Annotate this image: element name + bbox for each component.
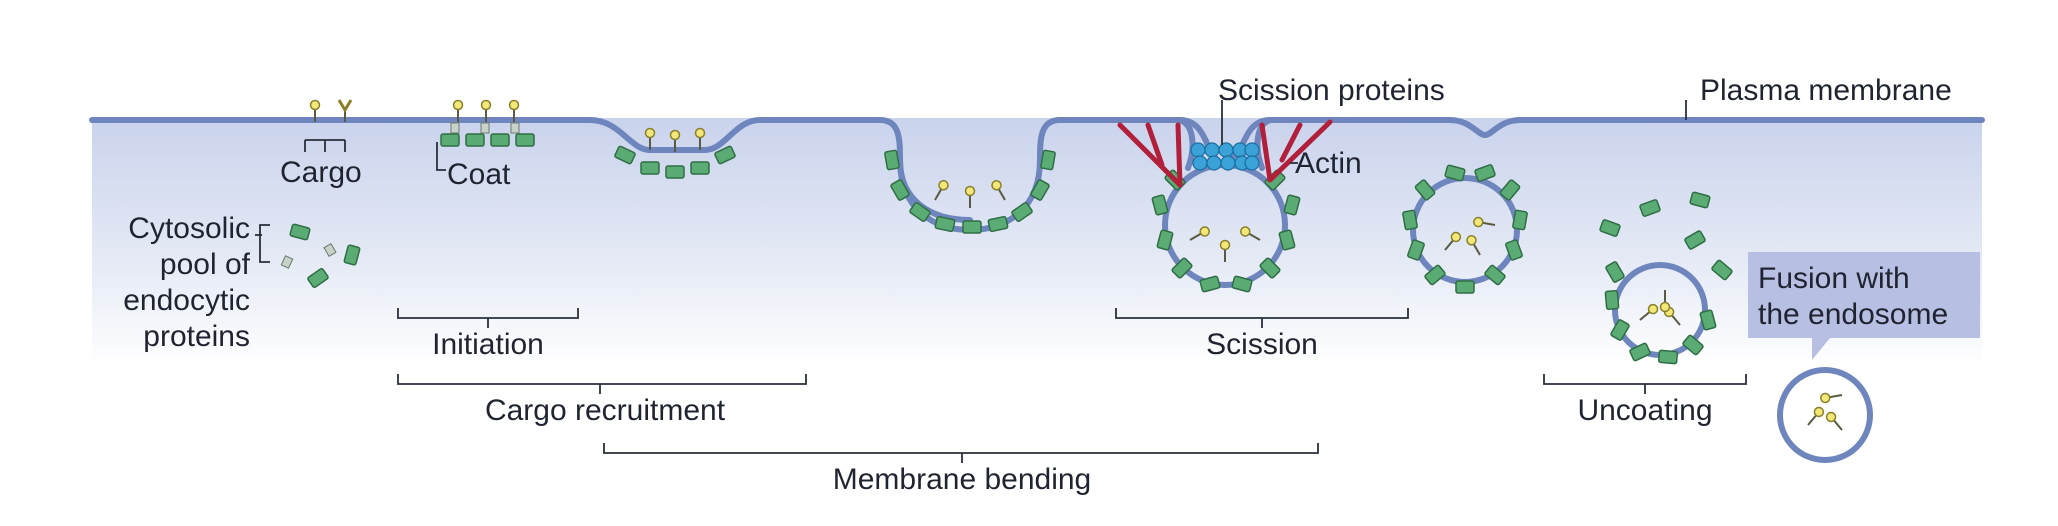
label-cytosolic-pool-2: pool of: [160, 248, 251, 281]
scission-proteins-ring: [1190, 142, 1260, 171]
label-uncoating: Uncoating: [1577, 394, 1712, 427]
label-membrane-bending: Membrane bending: [833, 463, 1092, 496]
uncoated-vesicle: [1777, 367, 1873, 463]
bracket-membrane-bending: [603, 443, 1319, 463]
label-fusion-1: Fusion with: [1758, 262, 1910, 295]
leader-lines: [255, 100, 1687, 263]
cargo-free: [309, 99, 353, 123]
bracket-initiation: [397, 308, 579, 328]
label-initiation: Initiation: [432, 328, 544, 361]
label-cytosolic-pool-4: proteins: [143, 320, 250, 353]
label-scission: Scission: [1206, 328, 1318, 361]
label-cytosolic-pool-1: Cytosolic: [128, 212, 250, 245]
label-cargo: Cargo: [280, 156, 362, 189]
actin-filaments: [1117, 119, 1333, 188]
label-cargo-recruitment: Cargo recruitment: [485, 394, 726, 427]
bracket-scission: [1115, 308, 1409, 328]
bracket-uncoating: [1543, 374, 1747, 394]
label-scission-proteins: Scission proteins: [1218, 74, 1445, 107]
label-actin: Actin: [1295, 147, 1362, 180]
uncoating-vesicle: [1604, 260, 1717, 365]
coated-vesicle-free: [1401, 163, 1529, 294]
fusion-callout: [1748, 252, 1980, 360]
label-cytosolic-pool-3: endocytic: [123, 284, 250, 317]
label-coat: Coat: [447, 158, 511, 191]
label-plasma-membrane: Plasma membrane: [1700, 74, 1952, 107]
bracket-cargo-recruitment: [397, 374, 807, 394]
label-fusion-2: the endosome: [1758, 298, 1948, 331]
